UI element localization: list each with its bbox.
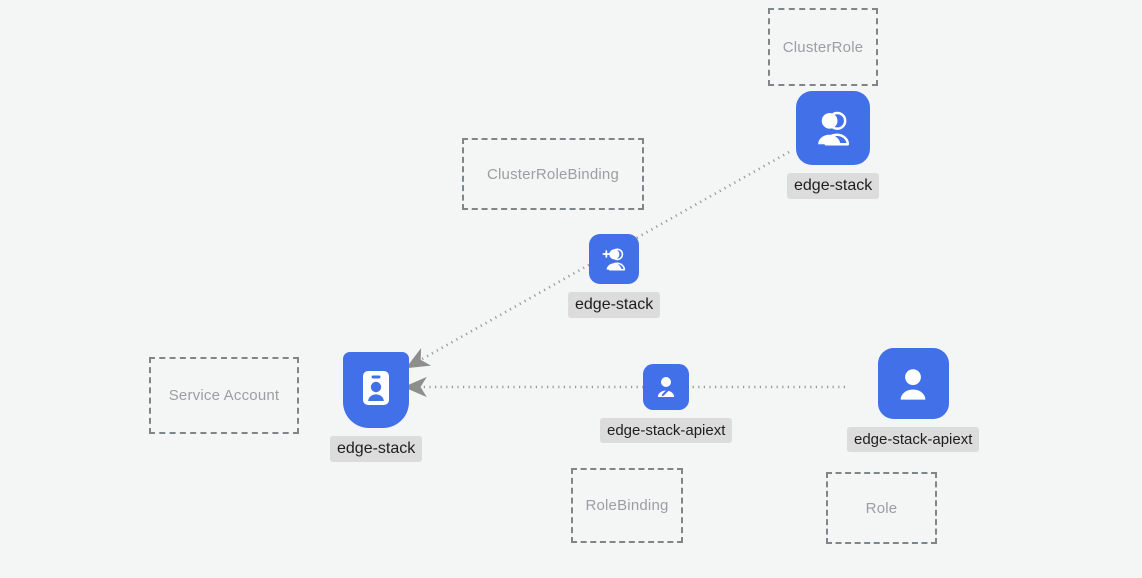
node-label: edge-stack — [568, 292, 661, 318]
node-label: edge-stack-apiext — [600, 418, 733, 443]
user-add-icon[interactable] — [589, 234, 640, 284]
service-account-badge-icon[interactable] — [343, 352, 410, 428]
group-label: ClusterRoleBinding — [486, 165, 619, 183]
group-box-cluster-role[interactable]: ClusterRole — [768, 8, 878, 86]
node-service-account[interactable]: edge-stack — [330, 352, 423, 462]
node-cluster-role-binding[interactable]: edge-stack — [568, 234, 661, 318]
group-label: RoleBinding — [585, 497, 669, 514]
users-group-icon[interactable] — [796, 91, 871, 165]
node-role[interactable]: edge-stack-apiext — [847, 348, 980, 452]
node-label: edge-stack — [787, 173, 880, 199]
node-label: edge-stack — [330, 436, 423, 462]
node-cluster-role[interactable]: edge-stack — [787, 91, 880, 199]
group-box-service-account[interactable]: Service Account — [149, 357, 299, 434]
user-icon[interactable] — [877, 348, 949, 419]
group-box-role-binding[interactable]: RoleBinding — [571, 468, 683, 543]
group-label: Role — [865, 499, 898, 517]
node-role-binding[interactable]: edge-stack-apiext — [600, 364, 733, 443]
user-edit-icon[interactable] — [643, 364, 690, 410]
node-label: edge-stack-apiext — [847, 427, 980, 452]
group-label: ClusterRole — [782, 38, 864, 56]
group-box-role[interactable]: Role — [826, 472, 937, 544]
group-box-cluster-role-binding[interactable]: ClusterRoleBinding — [462, 138, 644, 210]
group-label: Service Account — [168, 387, 280, 404]
